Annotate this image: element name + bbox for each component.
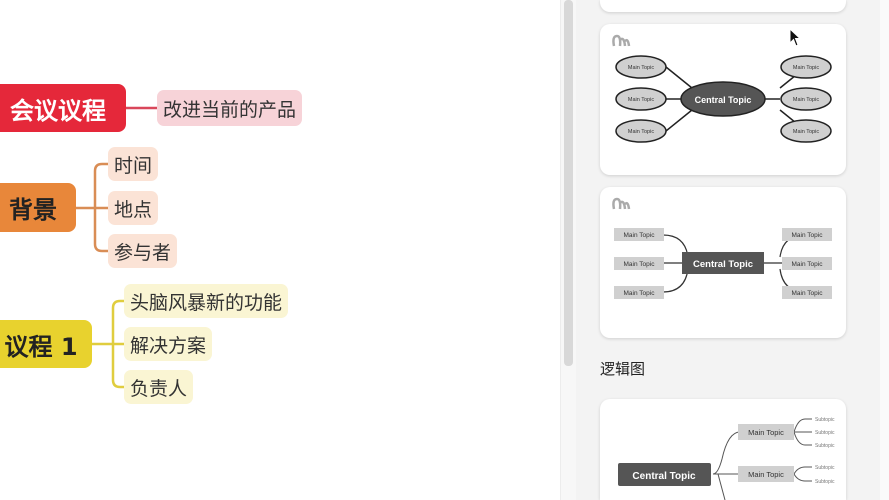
mindmap-canvas[interactable]: 会议议程 改进当前的产品 背景 时间 地点 参与者 议程 1 头脑风暴新的功能 …	[0, 0, 560, 500]
main-topic-text: Main Topic	[624, 290, 656, 297]
scrollbar-thumb[interactable]	[564, 0, 573, 366]
central-topic-text: Central Topic	[693, 259, 753, 270]
main-topic-text: Main Topic	[793, 97, 819, 103]
subtopic-time[interactable]: 时间	[108, 147, 159, 181]
template-preview: Central Topic Main Topic Main Topic Main…	[612, 34, 832, 143]
main-topic-text: Main Topic	[624, 261, 656, 268]
subtopic-brainstorm[interactable]: 头脑风暴新的功能	[124, 284, 289, 318]
topic-label: 议程 1	[4, 332, 78, 361]
topic-label: 头脑风暴新的功能	[130, 291, 283, 314]
main-topic-background[interactable]: 背景	[0, 183, 76, 232]
topic-label: 地点	[114, 198, 153, 221]
central-topic-text: Central Topic	[632, 471, 696, 482]
main-topic-text: Main Topic	[624, 232, 656, 239]
mindmap-connectors	[76, 106, 157, 389]
template-card-rectangle[interactable]: Central Topic Main Topic Main Topic Main…	[600, 187, 846, 338]
canvas-scrollbar[interactable]	[560, 0, 576, 500]
subtopic-location[interactable]: 地点	[108, 191, 159, 225]
template-card-logic-chart[interactable]: Central Topic Main Topic Main Topic Subt…	[600, 399, 846, 500]
template-preview: Central Topic Main Topic Main Topic Subt…	[618, 417, 835, 500]
topic-label: 会议议程	[10, 96, 106, 125]
main-topic-text: Main Topic	[748, 428, 784, 437]
main-topic-text: Main Topic	[628, 65, 654, 71]
main-topic-text: Main Topic	[748, 470, 784, 479]
subtopic-solution[interactable]: 解决方案	[124, 327, 213, 361]
topic-label: 改进当前的产品	[163, 98, 297, 121]
main-topic-text: Main Topic	[628, 129, 654, 135]
topic-label: 负责人	[130, 377, 188, 400]
panel-scrollbar[interactable]	[880, 0, 889, 500]
subtopic-text: Subtopic	[815, 443, 835, 449]
main-topic-text: Main Topic	[792, 261, 824, 268]
main-topic-agenda[interactable]: 会议议程	[0, 84, 126, 132]
template-card-previous[interactable]	[600, 0, 846, 12]
main-topic-agenda-1[interactable]: 议程 1	[0, 320, 92, 368]
subtopic-text: Subtopic	[815, 465, 835, 471]
mouse-cursor-icon	[789, 28, 802, 47]
template-panel: Central Topic Main Topic Main Topic Main…	[576, 0, 889, 500]
main-topic-text: Main Topic	[792, 232, 824, 239]
subtopic-text: Subtopic	[815, 417, 835, 423]
topic-label: 参与者	[114, 241, 172, 264]
subtopic-owner[interactable]: 负责人	[124, 370, 194, 404]
main-topic-text: Main Topic	[793, 129, 819, 135]
section-label-logic-chart: 逻辑图	[600, 360, 646, 378]
subtopic-participants[interactable]: 参与者	[108, 234, 178, 268]
subtopic-improve-product[interactable]: 改进当前的产品	[157, 90, 303, 126]
hand-drawn-icon	[612, 34, 631, 47]
topic-label: 解决方案	[130, 334, 207, 357]
template-card-ellipse[interactable]: Central Topic Main Topic Main Topic Main…	[600, 24, 846, 175]
hand-drawn-icon	[612, 197, 631, 210]
topic-label: 背景	[9, 196, 57, 224]
subtopic-text: Subtopic	[815, 430, 835, 436]
main-topic-text: Main Topic	[792, 290, 824, 297]
template-preview: Central Topic Main Topic Main Topic Main…	[612, 197, 832, 299]
main-topic-text: Main Topic	[628, 97, 654, 103]
main-topic-text: Main Topic	[793, 65, 819, 71]
central-topic-text: Central Topic	[695, 95, 752, 105]
topic-label: 时间	[114, 154, 153, 177]
subtopic-text: Subtopic	[815, 479, 835, 485]
